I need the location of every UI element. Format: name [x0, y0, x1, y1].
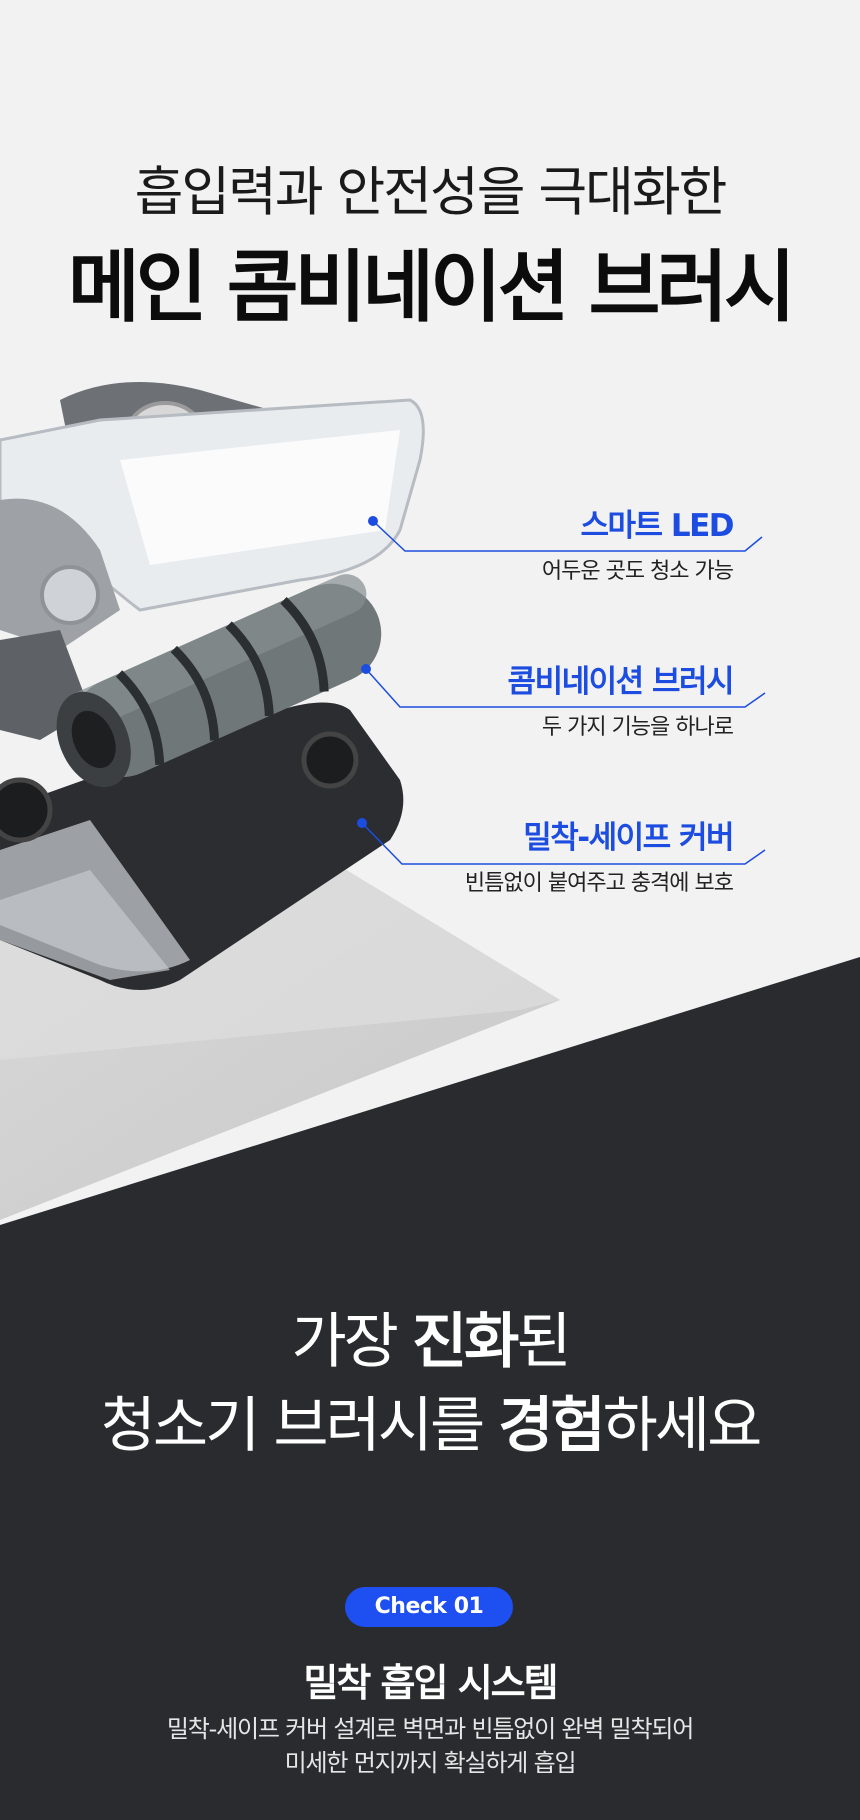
wheel-right — [301, 731, 359, 789]
headline-title: 메인 콤비네이션 브러시 — [68, 243, 796, 333]
housing-gear — [40, 565, 100, 625]
roller-brush — [56, 574, 382, 788]
feature-title: 밀착 흡입 시스템 — [303, 1661, 558, 1705]
cta-headline: 가장 진화된 청소기 브러시를 경험하세요 — [0, 1300, 860, 1468]
callout-combination-brush: 콤비네이션 브러시 두 가지 기능을 하나로 — [507, 662, 735, 742]
headline-subtitle: 흡입력과 안전성을 극대화한 — [134, 162, 728, 223]
brush-head-illustration — [0, 382, 425, 990]
callout-desc: 어두운 곳도 청소 가능 — [541, 559, 734, 584]
callout-safe-cover: 밀착-세이프 커버 빈틈없이 붙여주고 충격에 보호 — [464, 818, 735, 898]
housing-highlight — [120, 430, 400, 565]
cta-line-2: 청소기 브러시를 경험하세요 — [100, 1391, 763, 1461]
base-trim-highlight — [0, 870, 170, 980]
callout-title: 밀착-세이프 커버 — [523, 820, 734, 856]
wheel-left — [0, 777, 53, 843]
check-badge: Check 01 — [345, 1587, 513, 1627]
callout-desc: 빈틈없이 붙여주고 충격에 보호 — [464, 871, 734, 896]
callout-smart-led: 스마트 LED 어두운 곳도 청소 가능 — [541, 506, 735, 586]
callout-title: 스마트 LED — [580, 508, 734, 544]
callout-dot-led — [368, 516, 378, 526]
callout-leader-lines — [357, 516, 766, 865]
callout-dot-cover — [357, 818, 367, 828]
callout-title: 콤비네이션 브러시 — [507, 664, 735, 700]
callout-dot-brush — [361, 664, 371, 674]
callout-desc: 두 가지 기능을 하나로 — [541, 715, 734, 740]
cta-line-1: 가장 진화된 — [291, 1307, 571, 1377]
feature-description: 밀착-세이프 커버 설계로 벽면과 빈틈없이 완벽 밀착되어 미세한 먼지까지 … — [166, 1715, 694, 1777]
